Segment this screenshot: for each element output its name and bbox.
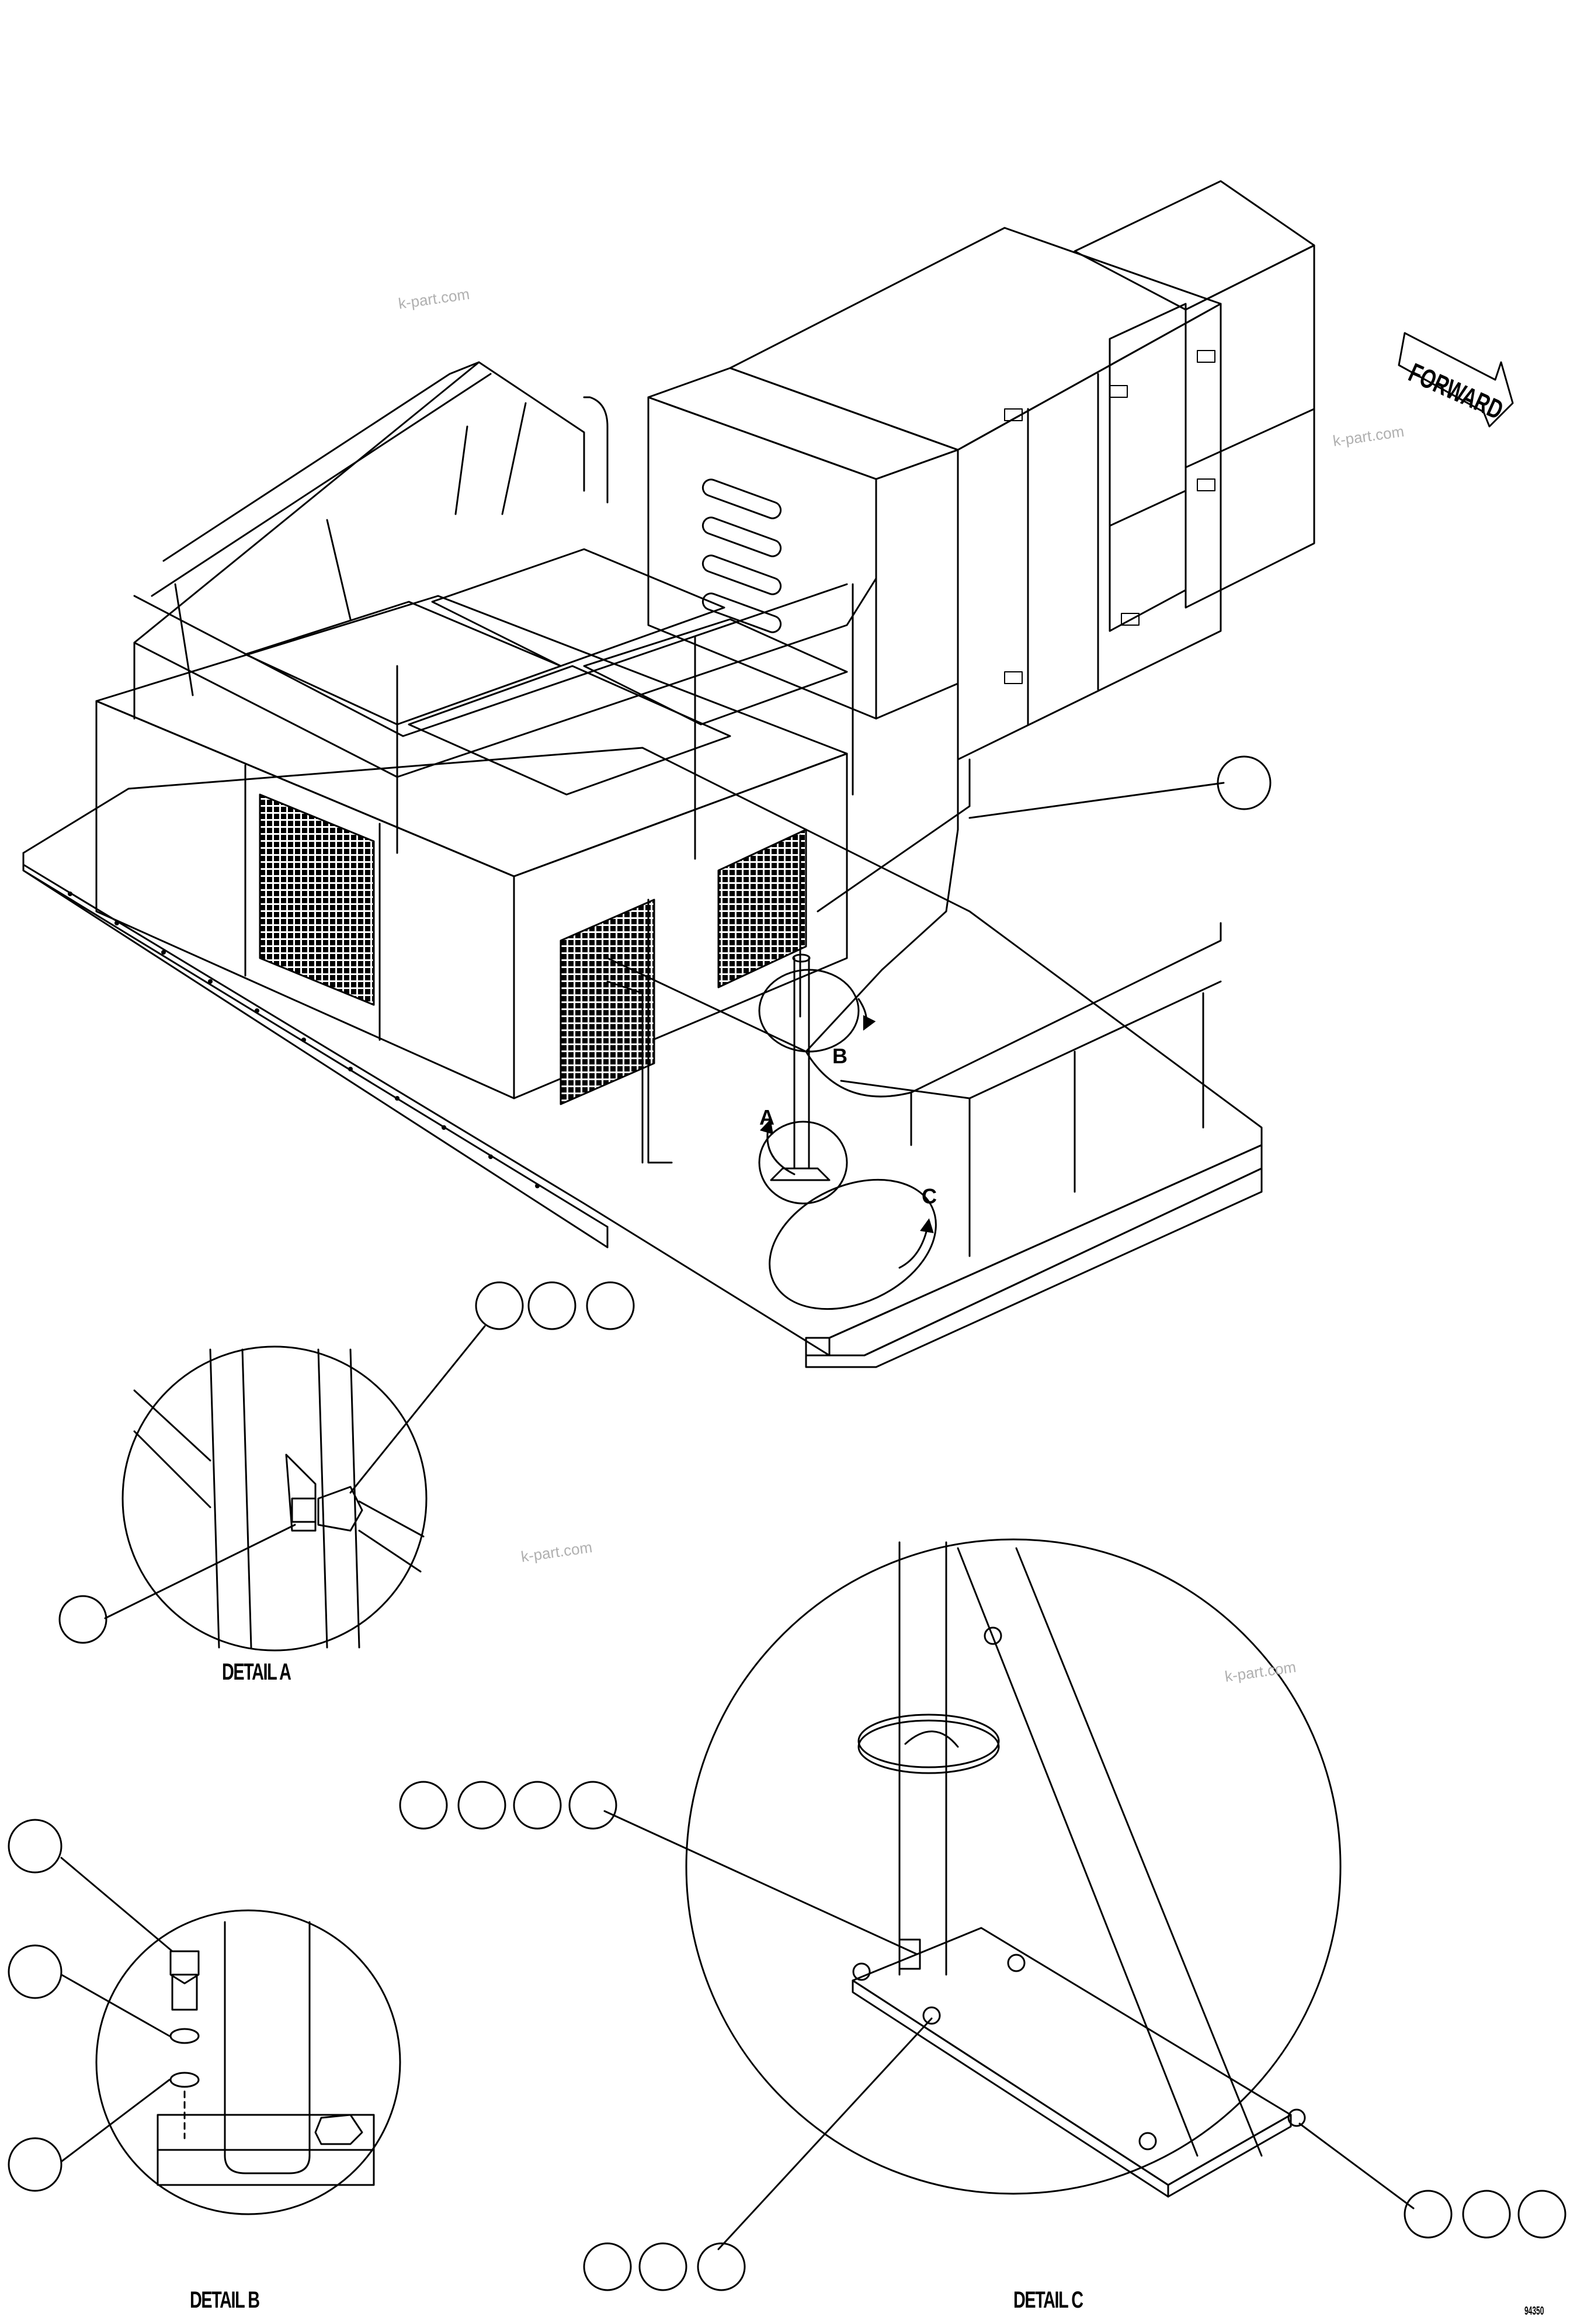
detail-a-view [58, 1281, 635, 1652]
main-leader [970, 783, 1224, 818]
detail-c-callout-circle [749, 1154, 957, 1334]
detail-a-callout-circle [759, 1122, 847, 1203]
detail-c-label: DETAIL C [1013, 2287, 1083, 2313]
housing-top [730, 228, 1221, 450]
latches [1005, 351, 1215, 684]
deck-front-skirt [806, 1145, 1262, 1355]
forward-label: FORWARD [1404, 358, 1507, 425]
deck-plate [23, 748, 1262, 1355]
detail-a-label: DETAIL A [222, 1659, 291, 1685]
mesh-panel-right-1 [561, 900, 654, 1104]
edge-rivets [68, 892, 540, 1188]
rear-box-top [1075, 181, 1314, 310]
mesh-panel-left [260, 795, 374, 1005]
mesh-panel-right-2 [718, 830, 806, 987]
detail-b-view [8, 1819, 401, 2215]
rear-box-front [1186, 245, 1314, 608]
cabinet-top [648, 368, 958, 479]
drawing-number: 94350 [1524, 2305, 1544, 2318]
enclosure-top [96, 596, 847, 876]
removable-post [771, 955, 829, 1180]
machine-deck-assembly [23, 181, 1314, 1367]
detail-c-bolts [852, 1626, 1306, 2150]
cabinet-vent-slots [700, 477, 783, 634]
enclosure-side [514, 754, 847, 1098]
forward-arrow [1399, 333, 1513, 426]
deck-skirt-lower [806, 1168, 1262, 1367]
view-marker-c: C [922, 1184, 937, 1208]
detail-b-label: DETAIL B [190, 2287, 260, 2313]
lower-railing [607, 713, 1221, 1256]
upper-railing [134, 362, 876, 859]
detail-b-callout-circle [759, 970, 859, 1052]
main-callout-circle [1217, 755, 1272, 810]
housing-side [958, 304, 1221, 759]
cabinet-side [876, 450, 958, 719]
view-marker-a: A [759, 1105, 774, 1129]
detail-c-view [399, 1538, 1566, 2291]
view-marker-b: B [832, 1044, 847, 1068]
